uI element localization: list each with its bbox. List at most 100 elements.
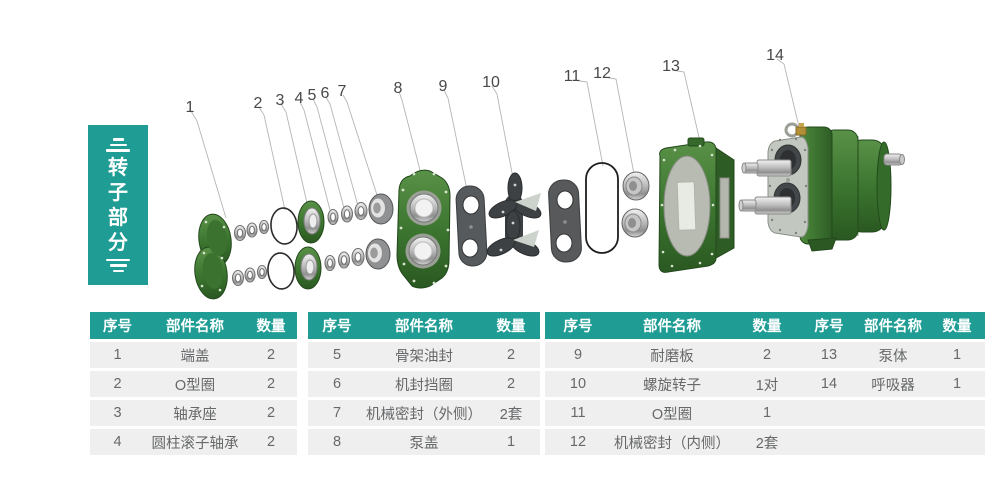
part-label: 11 — [564, 68, 581, 85]
part-label: 12 — [593, 65, 611, 82]
table-cell: 11 — [545, 400, 611, 426]
table-header-cell: 数量 — [482, 312, 540, 339]
table-cell — [857, 429, 929, 455]
part-14-breather-drawing — [795, 126, 807, 136]
part-label: 1 — [186, 99, 195, 116]
table-cell: 1 — [929, 371, 985, 397]
table-cell: 9 — [545, 342, 611, 368]
table-cell: 骨架油封 — [366, 342, 482, 368]
table-header-cell: 部件名称 — [611, 312, 733, 339]
part-label: 8 — [394, 80, 403, 97]
part-10-helical-rotor-drawing — [486, 172, 542, 257]
part-label: 7 — [338, 83, 347, 100]
table-cell: 5 — [308, 342, 366, 368]
part-8-pump-cover-drawing — [396, 169, 451, 289]
table-cell — [929, 400, 985, 426]
part-label: 3 — [276, 92, 285, 109]
table-header-cell: 数量 — [733, 312, 801, 339]
table-cell: 螺旋转子 — [611, 371, 733, 397]
part-9-wear-plate-drawing — [455, 179, 582, 267]
part-label: 6 — [321, 85, 330, 102]
table-cell: 2 — [245, 371, 297, 397]
table-cell: 4 — [90, 429, 145, 455]
table-cell: 2 — [245, 429, 297, 455]
part-label: 2 — [254, 95, 263, 112]
part-13-pump-body-drawing — [658, 137, 735, 273]
table-cell: 2 — [733, 342, 801, 368]
part-11-o-ring-drawing — [585, 162, 619, 254]
table-cell: 1 — [482, 429, 540, 455]
table-cell: 轴承座 — [145, 400, 245, 426]
table-cell: 12 — [545, 429, 611, 455]
part-label: 14 — [766, 47, 784, 64]
table-cell: O型圈 — [611, 400, 733, 426]
table-cell — [929, 429, 985, 455]
table-cell: 呼吸器 — [857, 371, 929, 397]
part-2-o-ring-drawing — [267, 207, 298, 290]
table-header-cell: 数量 — [929, 312, 985, 339]
table-cell: 机封挡圈 — [366, 371, 482, 397]
table-cell — [801, 429, 857, 455]
table-cell: 耐磨板 — [611, 342, 733, 368]
table-cell: 6 — [308, 371, 366, 397]
section-title-char: 分 — [108, 231, 128, 254]
table-cell: 8 — [308, 429, 366, 455]
part-3-bearing-housing-drawing — [294, 200, 325, 290]
table-cell: 2 — [245, 342, 297, 368]
table-header-cell: 序号 — [801, 312, 857, 339]
table-cell: 13 — [801, 342, 857, 368]
table-cell: 2 — [90, 371, 145, 397]
section-ribbon: 转 子 部 分 — [88, 125, 148, 285]
section-title-char: 部 — [108, 206, 128, 229]
part-label: 10 — [482, 74, 500, 91]
table-cell: 2 — [482, 371, 540, 397]
table-cell: 3 — [90, 400, 145, 426]
exploded-diagram: 1 2 3 4 5 6 7 8 9 10 11 12 13 14 — [186, 47, 905, 300]
breather-cap — [799, 123, 804, 127]
table-header-cell: 序号 — [90, 312, 145, 339]
part-labels: 1 2 3 4 5 6 7 8 9 10 11 12 13 14 — [186, 47, 784, 116]
table-cell: 1 — [90, 342, 145, 368]
table-cell: 1 — [929, 342, 985, 368]
table-cell — [801, 400, 857, 426]
table-cell: O型圈 — [145, 371, 245, 397]
table-cell: 机械密封（内侧） — [611, 429, 733, 455]
part-label: 5 — [308, 87, 317, 104]
table-cell: 10 — [545, 371, 611, 397]
table-cell: 圆柱滚子轴承 — [145, 429, 245, 455]
table-header-cell: 部件名称 — [145, 312, 245, 339]
part-7-mechanical-seal-drawing — [365, 193, 394, 270]
ornament-lines-bottom-icon — [106, 258, 130, 272]
section-title-char: 转 — [108, 156, 128, 179]
section-title: 转 子 部 分 — [108, 158, 128, 253]
table-cell: 机械密封（外侧） — [366, 400, 482, 426]
table-header-cell: 数量 — [245, 312, 297, 339]
table-cell: 端盖 — [145, 342, 245, 368]
part-label: 13 — [662, 58, 680, 75]
part-1-end-cover-drawing — [194, 213, 232, 300]
table-header-cell: 部件名称 — [366, 312, 482, 339]
table-cell: 2套 — [733, 429, 801, 455]
assembled-pump-drawing — [738, 122, 905, 252]
table-cell — [857, 400, 929, 426]
table-header-cell: 序号 — [545, 312, 611, 339]
part-label: 4 — [295, 90, 304, 107]
ornament-lines-top-icon — [106, 138, 130, 152]
part-12-mechanical-seal-drawing — [621, 171, 650, 238]
part-label: 9 — [439, 78, 448, 95]
table-header-cell: 序号 — [308, 312, 366, 339]
table-cell: 2套 — [482, 400, 540, 426]
table-cell: 1 — [733, 400, 801, 426]
table-cell: 泵体 — [857, 342, 929, 368]
table-cell: 7 — [308, 400, 366, 426]
table-cell: 14 — [801, 371, 857, 397]
table-cell: 2 — [245, 400, 297, 426]
table-cell: 泵盖 — [366, 429, 482, 455]
table-cell: 1对 — [733, 371, 801, 397]
leader-lines — [190, 58, 801, 219]
drive-shafts-drawing — [738, 159, 792, 215]
section-title-char: 子 — [108, 181, 128, 204]
